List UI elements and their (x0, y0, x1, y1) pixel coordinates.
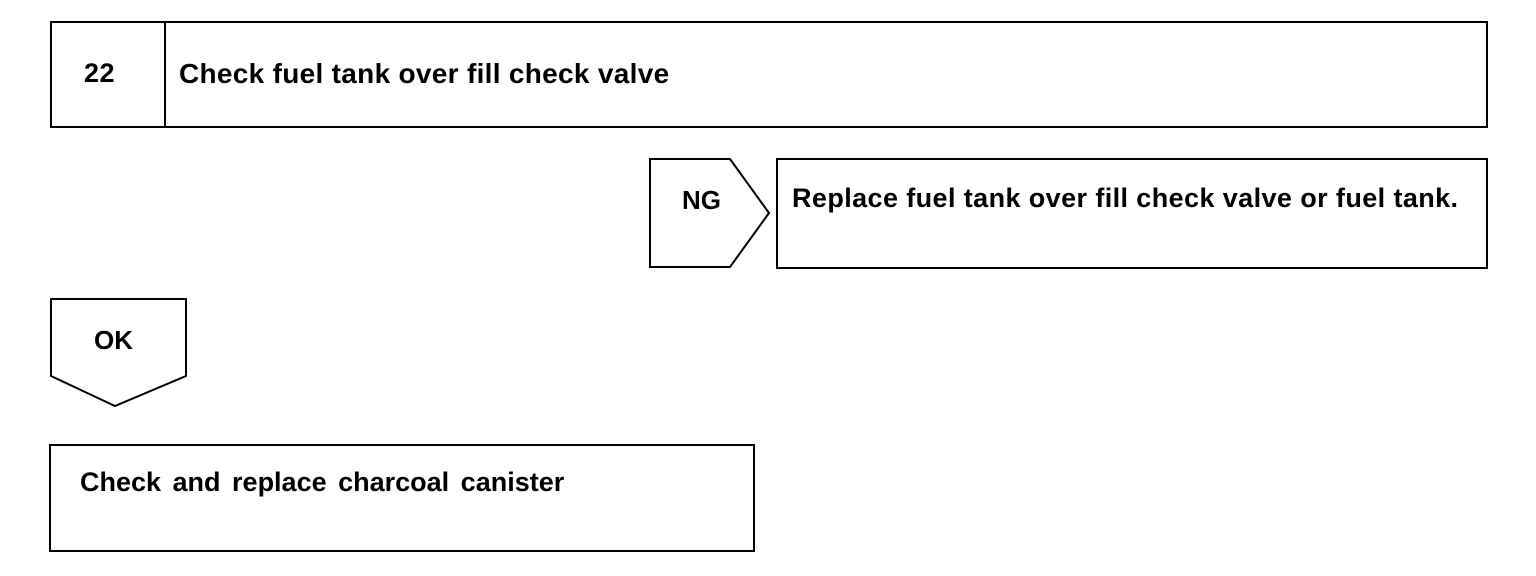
step-number: 22 (84, 58, 116, 88)
step-box: 22 Check fuel tank over fill check valve (50, 21, 1488, 128)
ok-arrow-shape (50, 298, 187, 408)
step-number-cell: 22 (52, 23, 166, 126)
ng-result-box: Replace fuel tank over fill check valve … (776, 158, 1488, 269)
ng-label: NG (682, 185, 721, 215)
step-title: Check fuel tank over fill check valve (179, 58, 670, 89)
final-action-box: Check and replace charcoal canister (49, 444, 755, 552)
ng-arrow-shape (649, 158, 771, 268)
ok-label: OK (94, 325, 133, 355)
ng-result-text: Replace fuel tank over fill check valve … (792, 183, 1459, 213)
final-action-text: Check and replace charcoal canister (80, 467, 565, 497)
